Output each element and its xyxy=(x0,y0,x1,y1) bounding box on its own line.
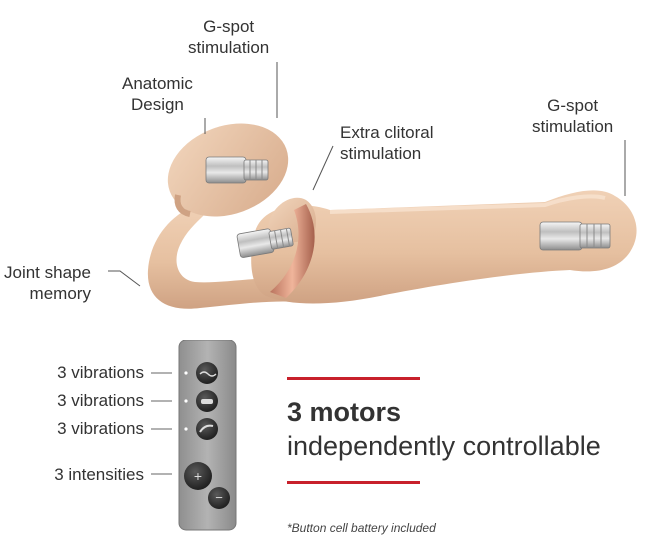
remote-button-plus[interactable]: + xyxy=(184,462,212,490)
plus-icon: + xyxy=(194,468,202,484)
callout-clitoral: Extra clitoral stimulation xyxy=(340,123,434,163)
battery-footnote: *Button cell battery included xyxy=(287,521,436,535)
remote-control: + − xyxy=(151,340,237,531)
rose-gold-ring xyxy=(270,204,315,298)
feature-subline: independently controllable xyxy=(287,431,601,461)
remote-button-2[interactable] xyxy=(184,390,218,412)
product-illustration xyxy=(108,62,637,309)
minus-icon: − xyxy=(215,490,223,505)
remote-button-1[interactable] xyxy=(184,362,218,384)
remote-button-minus[interactable]: − xyxy=(208,487,230,509)
remote-label-intensities: 3 intensities xyxy=(54,465,144,484)
callout-lines xyxy=(108,62,626,287)
callout-gspot-top: G-spot stimulation xyxy=(188,17,270,57)
accent-line-bottom xyxy=(287,481,420,484)
motor-clitoral xyxy=(236,227,294,258)
callout-joint-shape-memory: Joint shape memory xyxy=(4,263,91,303)
remote-label-2: 3 vibrations xyxy=(57,391,144,410)
callout-gspot-right: G-spot stimulation xyxy=(532,96,614,136)
remote-connector-lines xyxy=(151,372,172,475)
remote-button-3[interactable] xyxy=(184,418,218,440)
remote-label-1: 3 vibrations xyxy=(57,363,144,382)
remote-label-3: 3 vibrations xyxy=(57,419,144,438)
motor-anatomic xyxy=(205,156,269,184)
motor-gspot xyxy=(539,221,611,251)
callout-anatomic-design: Anatomic Design xyxy=(122,74,193,114)
accent-line-top xyxy=(287,377,420,380)
main-shaft xyxy=(251,190,637,304)
feature-headline: 3 motors xyxy=(287,397,402,427)
